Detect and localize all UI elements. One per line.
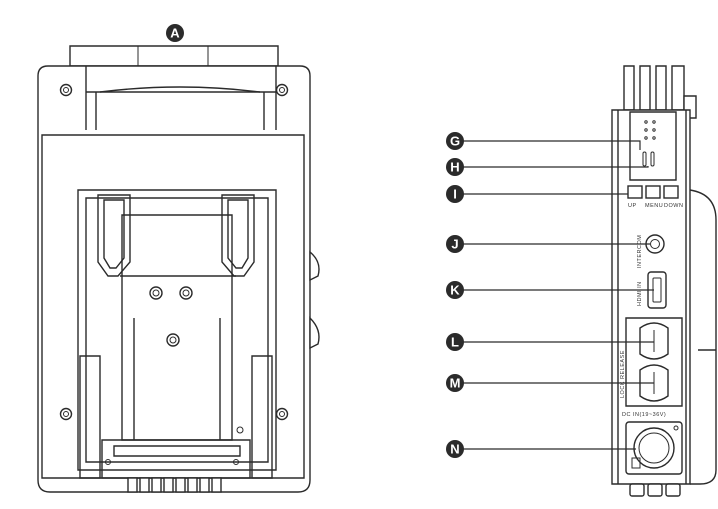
lock-release-label: LOCK RELEASE (620, 350, 626, 398)
callout-l-badge (446, 333, 464, 351)
front-screw-bottom-left (59, 407, 73, 421)
down-button[interactable] (663, 185, 679, 199)
callout-n-label: N (450, 442, 459, 457)
hdmi-in-port[interactable] (647, 271, 667, 309)
led-slot (650, 151, 655, 167)
vent-dots (644, 120, 656, 140)
callout-h-badge (446, 158, 464, 176)
front-screw-center-right (179, 286, 193, 300)
menu-button[interactable] (645, 185, 661, 199)
side-view: UP MENU DOWN INTERCOM HDMI IN LOCK RELEA… (611, 65, 717, 497)
callout-k-label: K (450, 283, 460, 298)
callout-j-label: J (451, 237, 458, 252)
callout-j: J (446, 235, 650, 253)
callout-j-badge (446, 235, 464, 253)
up-label: UP (628, 203, 637, 209)
intercom-label: INTERCOM (637, 235, 643, 268)
callout-g-label: G (450, 134, 460, 149)
callout-g: G (446, 132, 641, 150)
dc-in-port[interactable] (625, 421, 683, 475)
callout-i-badge (446, 185, 464, 203)
callout-i-label: I (453, 187, 457, 202)
led-slot (642, 151, 647, 167)
callout-n-badge (446, 440, 464, 458)
callout-a-label: A (170, 26, 180, 41)
callout-a: A (166, 24, 184, 42)
callout-m-label: M (450, 376, 461, 391)
callout-m-badge (446, 374, 464, 392)
front-screw-center-left (149, 286, 163, 300)
callout-n: N (446, 440, 636, 458)
front-screw-center-low (166, 333, 180, 347)
up-button[interactable] (627, 185, 643, 199)
callout-h: H (446, 158, 649, 176)
callout-h-label: H (450, 160, 459, 175)
down-label: DOWN (664, 203, 683, 209)
callout-k-badge (446, 281, 464, 299)
callout-a-badge (166, 24, 184, 42)
lock-release-button-upper[interactable] (639, 322, 669, 360)
front-view (37, 45, 320, 493)
dc-in-label: DC IN(19~36V) (622, 412, 666, 418)
front-screw-top-left (59, 83, 73, 97)
callout-i: I (446, 185, 628, 203)
callout-l: L (446, 333, 654, 351)
menu-label: MENU (645, 203, 663, 209)
callout-m: M (446, 374, 654, 392)
front-bottom-teeth (127, 477, 222, 493)
front-screw-top-right (275, 83, 289, 97)
callout-l-label: L (451, 335, 459, 350)
callout-g-badge (446, 132, 464, 150)
front-screw-bottom-right (275, 407, 289, 421)
hdmi-in-label: HDMI IN (637, 281, 643, 306)
callout-k: K (446, 281, 654, 299)
